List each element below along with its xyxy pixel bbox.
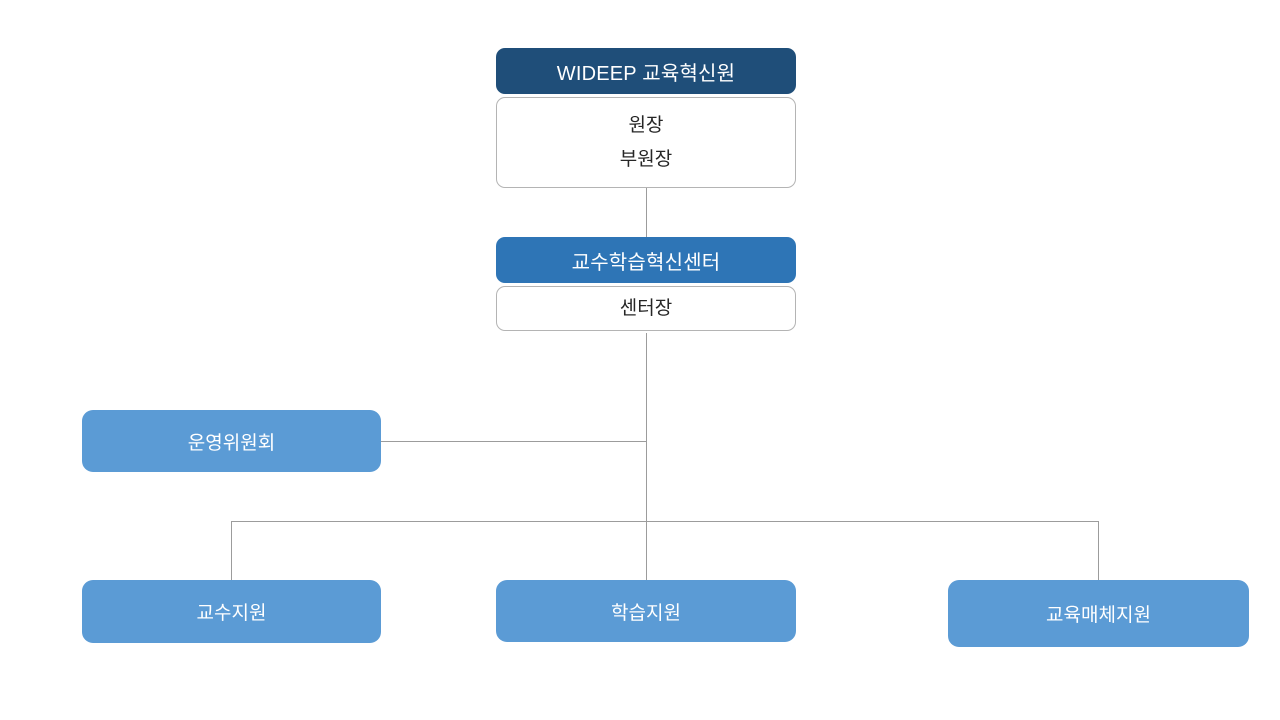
node-institute-role-vice-director: 부원장 (619, 149, 673, 170)
node-institute[interactable]: WIDEEP 교육혁신원 원장 부원장 (496, 48, 796, 188)
node-learning-support[interactable]: 학습지원 (496, 580, 796, 642)
node-teaching-support-label: 교수지원 (196, 603, 267, 624)
node-steering-committee-label: 운영위원회 (187, 432, 276, 454)
node-institute-role-director: 원장 (628, 115, 664, 136)
connector-steering-branch (381, 441, 647, 442)
node-steering-committee[interactable]: 운영위원회 (82, 410, 381, 472)
connector-bottom-left-drop (231, 521, 232, 581)
node-center-header: 교수학습혁신센터 (496, 237, 796, 283)
node-teaching-support[interactable]: 교수지원 (82, 580, 381, 643)
node-center[interactable]: 교수학습혁신센터 센터장 (496, 237, 796, 331)
node-institute-header: WIDEEP 교육혁신원 (496, 48, 796, 94)
connector-bottom-distribution-bar (231, 521, 1099, 522)
node-center-role-chief: 센터장 (619, 298, 673, 319)
connector-bottom-right-drop (1098, 521, 1099, 581)
node-media-support-label: 교육매체지원 (1046, 605, 1151, 626)
connector-institute-to-center (646, 186, 647, 238)
node-media-support[interactable]: 교육매체지원 (948, 580, 1249, 647)
node-institute-body: 원장 부원장 (496, 97, 796, 188)
node-learning-support-label: 학습지원 (611, 602, 681, 624)
connector-center-spine (646, 333, 647, 583)
node-center-body: 센터장 (496, 286, 796, 331)
